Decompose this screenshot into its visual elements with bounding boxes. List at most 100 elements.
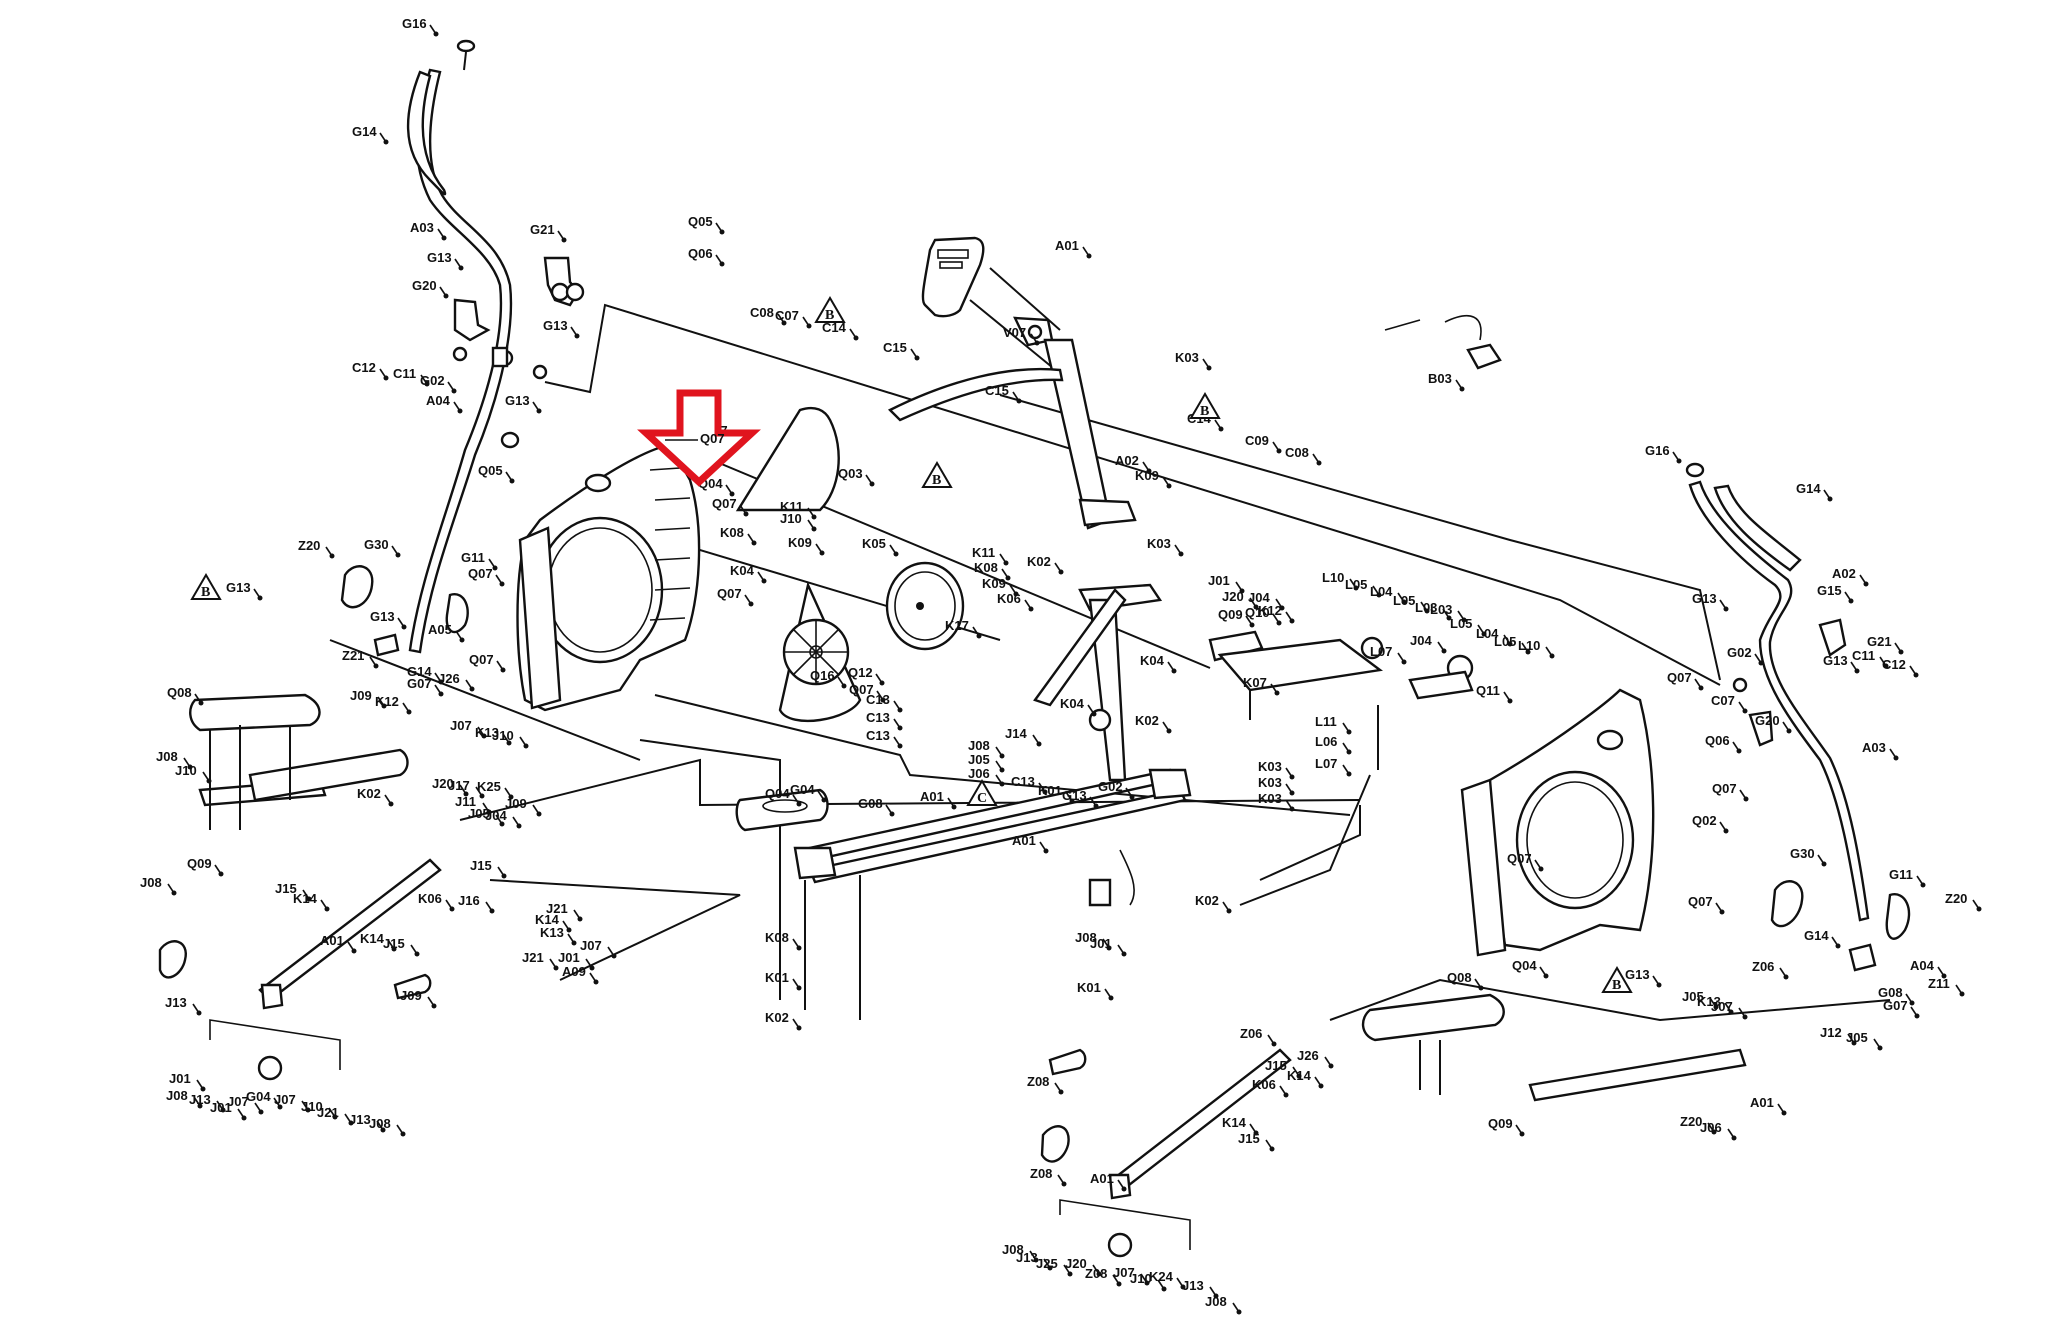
callout-l07: L07	[1370, 644, 1407, 665]
part-number-label: B03	[1428, 371, 1452, 386]
part-number-label: K04	[1140, 653, 1165, 668]
leader-line	[496, 660, 504, 671]
callout-c13: C13	[866, 728, 903, 749]
part-number-label: A03	[410, 220, 434, 235]
leader-line	[532, 804, 540, 815]
callout-z11: Z11	[1928, 976, 1965, 997]
leader-line	[167, 883, 175, 894]
callout-k03: K03	[1258, 759, 1295, 780]
leader-line	[519, 736, 527, 747]
leader-line	[1715, 902, 1723, 913]
leader-line	[475, 786, 483, 797]
part-number-label: J12	[1820, 1025, 1842, 1040]
callout-k17: K17	[945, 618, 982, 639]
callout-q04: Q04	[765, 786, 802, 807]
warning-letter: B	[1200, 404, 1209, 419]
callout-k13: K13	[475, 725, 512, 746]
leader-line	[1342, 742, 1350, 753]
callout-q07: Q07	[1667, 670, 1704, 691]
left-pedal-assembly	[189, 693, 409, 830]
callout-j08: J08	[140, 875, 177, 896]
part-number-label: A01	[1055, 238, 1079, 253]
part-number-label: K06	[1252, 1077, 1276, 1092]
leader-line	[369, 656, 377, 667]
callout-k04: K04	[1140, 653, 1177, 674]
leader-line	[1707, 1122, 1715, 1133]
leader-line	[1235, 581, 1243, 592]
part-number-label: G04	[790, 782, 815, 797]
callout-c09: C09	[1245, 433, 1282, 454]
part-number-label: K11	[780, 499, 803, 514]
leader-line	[817, 790, 825, 801]
leader-line	[1847, 1033, 1855, 1044]
leader-line	[567, 933, 575, 944]
callout-l06: L06	[1315, 734, 1352, 755]
leader-line	[488, 558, 496, 569]
leader-line	[1270, 683, 1278, 694]
callout-j14: J14	[1005, 726, 1042, 747]
part-number-label: G15	[1817, 583, 1842, 598]
part-number-label: G08	[1878, 985, 1903, 1000]
part-number-label: J08	[166, 1088, 188, 1103]
part-number-label: G13	[370, 609, 395, 624]
leader-line	[273, 1097, 281, 1108]
leader-line	[1455, 379, 1463, 390]
callout-k13: K13	[540, 925, 577, 946]
callout-k14: K14	[293, 891, 330, 912]
leader-line	[573, 909, 581, 920]
callout-k09: K09	[788, 535, 825, 556]
left-shroud	[500, 431, 701, 712]
callout-q09: Q09	[1488, 1116, 1525, 1137]
part-number-label: G16	[1645, 443, 1670, 458]
callout-l05: L05	[1494, 634, 1531, 655]
part-number-label: K04	[730, 563, 755, 578]
part-number-label: J05	[1682, 989, 1704, 1004]
callout-a01: A01	[320, 933, 357, 954]
part-number-label: A03	[1862, 740, 1886, 755]
callout-g21: G21	[530, 222, 567, 243]
part-number-label: G14	[1796, 481, 1821, 496]
leader-line	[910, 348, 918, 359]
callout-j01: J01	[169, 1071, 206, 1092]
part-number-label: K05	[862, 536, 886, 551]
leader-line	[1324, 1056, 1332, 1067]
part-number-label: C14	[822, 320, 847, 335]
callout-a04: A04	[426, 393, 463, 414]
leader-line	[455, 630, 463, 641]
callout-q07: Q07	[469, 652, 506, 673]
callout-j17: J17	[448, 778, 485, 799]
leader-line	[1782, 721, 1790, 732]
callout-q07: Q07	[1688, 894, 1725, 915]
leader-line	[328, 1107, 336, 1118]
leader-line	[1222, 901, 1230, 912]
callout-l05: L05	[1393, 593, 1430, 614]
part-number-label: K13	[1697, 994, 1721, 1009]
leader-line	[1420, 601, 1428, 612]
leader-line	[1779, 967, 1787, 978]
leader-line	[1397, 652, 1405, 663]
leader-line	[1442, 608, 1450, 619]
leader-line	[183, 757, 191, 768]
callout-q05: Q05	[688, 214, 725, 235]
part-number-label: J15	[1265, 1058, 1287, 1073]
leader-line	[1349, 578, 1357, 589]
callout-k03: K03	[1258, 775, 1295, 796]
part-number-label: J07	[274, 1092, 296, 1107]
part-number-label: J01	[169, 1071, 191, 1086]
callout-l05: L05	[1450, 616, 1487, 637]
leader-line	[384, 794, 392, 805]
leader-line	[1873, 1038, 1881, 1049]
warning-letter: B	[201, 585, 210, 600]
leader-line	[1065, 791, 1073, 802]
part-number-label: K14	[535, 912, 560, 927]
part-number-label: Q07	[1712, 781, 1737, 796]
callout-k02: K02	[1195, 893, 1232, 914]
callout-j01: J01	[210, 1100, 247, 1121]
part-number-label: Q05	[688, 214, 713, 229]
callout-j04: J04	[1410, 633, 1447, 654]
callout-j13: J13	[1182, 1278, 1219, 1299]
part-number-label: J09	[505, 796, 527, 811]
callout-j07: J07	[450, 718, 487, 739]
part-number-label: J04	[1248, 590, 1270, 605]
part-number-label: Q16	[810, 668, 835, 683]
